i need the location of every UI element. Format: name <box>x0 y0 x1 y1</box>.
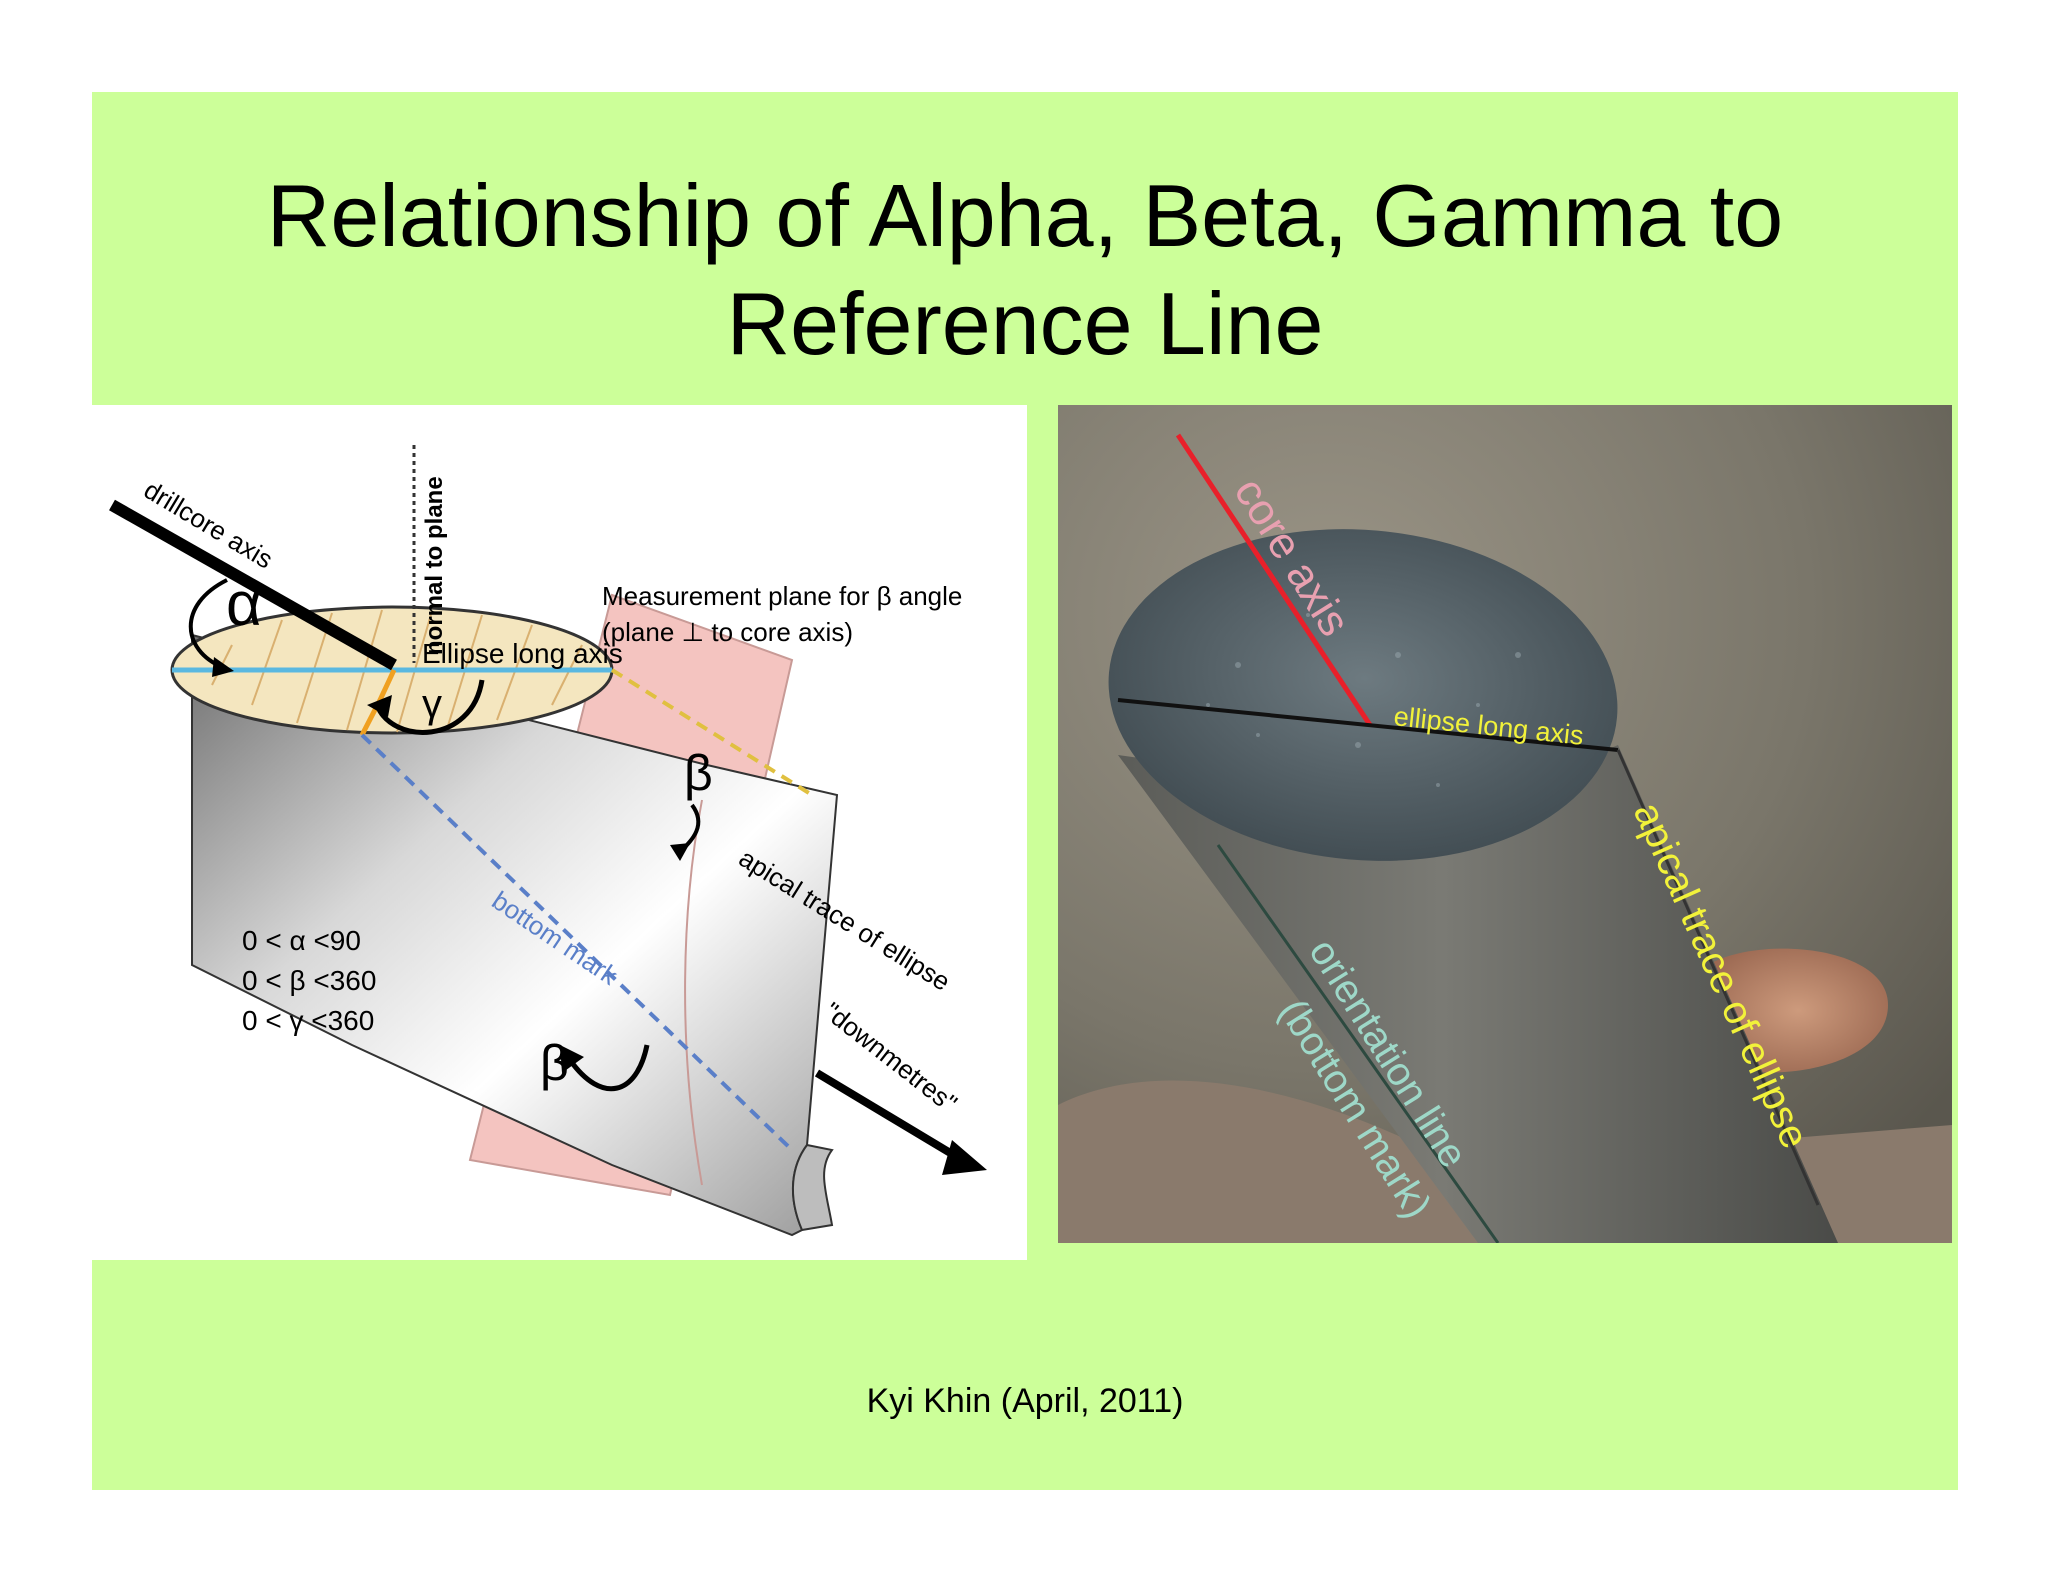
ellipse-long-axis-line-photo <box>1117 698 1619 752</box>
core-broken-end <box>791 1143 834 1232</box>
normal-to-plane-label: normal to plane <box>421 476 448 655</box>
photo-canvas: core axis ellipse long axis apical trace… <box>1058 405 1952 1243</box>
gamma-arrowhead <box>367 695 392 717</box>
drillcore-photo: core axis ellipse long axis apical trace… <box>1058 405 1952 1243</box>
downmetres-label: "downmetres" <box>818 996 963 1118</box>
core-orientation-diagram: α γ β β drillcore axis normal to plane M… <box>92 405 1027 1260</box>
beta-label-top: β <box>684 745 713 801</box>
beta-top-arrowhead <box>670 843 690 861</box>
title-line-2: Reference Line <box>726 274 1324 373</box>
apical-trace-line-photo <box>1616 749 1820 1206</box>
diagram-canvas: α γ β β drillcore axis normal to plane M… <box>109 445 987 1237</box>
title-line-1: Relationship of Alpha, Beta, Gamma to <box>266 166 1784 265</box>
hand-fingers <box>1708 948 1888 1073</box>
core-texture <box>1206 613 1521 787</box>
author-footer: Kyi Khin (April, 2011) <box>866 1382 1184 1420</box>
gamma-range: 0 < γ <360 <box>242 1005 374 1036</box>
beta-bottom-arrowhead <box>560 1045 584 1073</box>
measurement-plane-label-2: (plane ⊥ to core axis) <box>602 617 853 647</box>
alpha-angle-arc <box>188 578 228 669</box>
slide-title: Relationship of Alpha, Beta, Gamma to Re… <box>92 162 1958 378</box>
ellipse-long-axis-label: Ellipse long axis <box>422 638 623 669</box>
measurement-plane-label-1: Measurement plane for β angle <box>602 581 962 611</box>
downmetres-arrowhead <box>942 1140 987 1175</box>
alpha-range: 0 < α <90 <box>242 925 361 956</box>
orientation-line-photo <box>1216 844 1500 1243</box>
alpha-label: α <box>226 570 262 639</box>
alpha-arrowhead <box>212 657 234 677</box>
core-body <box>1118 745 1838 1243</box>
gamma-angle-arc <box>374 679 485 735</box>
plane-intersection-curve <box>684 799 703 1186</box>
core-axis-line <box>1175 433 1373 727</box>
gamma-label: γ <box>422 682 442 726</box>
core-top-face <box>1108 529 1618 861</box>
drillcore-axis-line <box>109 499 397 671</box>
beta-bottom-arc <box>567 1044 650 1092</box>
beta-range: 0 < β <360 <box>242 965 376 996</box>
downmetres-axis-line <box>814 1069 965 1164</box>
